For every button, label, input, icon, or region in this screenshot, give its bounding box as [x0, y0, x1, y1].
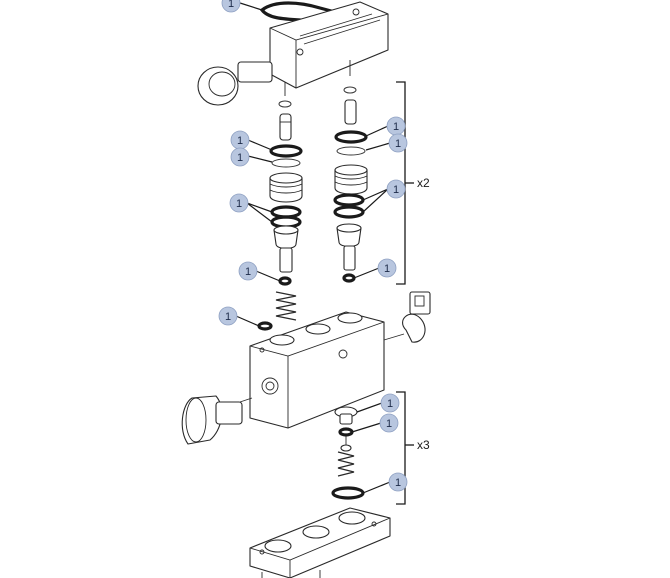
svg-text:1: 1: [236, 198, 242, 210]
svg-text:1: 1: [395, 138, 401, 150]
right-washer-1: [336, 146, 366, 156]
body-small-seal: [257, 321, 273, 331]
callout-lower-2: 1: [379, 413, 399, 433]
side-clip: [402, 313, 426, 343]
left-valve-stack: [269, 100, 303, 321]
svg-text:1: 1: [237, 152, 243, 164]
callout-left-1: 1: [230, 130, 250, 150]
left-small-seal: [278, 276, 292, 286]
right-pin: [344, 99, 357, 125]
main-body-block: [181, 291, 431, 445]
bracket-x2: x2: [396, 81, 430, 285]
right-oring-2: [333, 193, 365, 207]
right-small-seal: [342, 273, 356, 283]
callout-markers: 1 1 1 1 1 1 1 1: [218, 0, 408, 492]
left-washer-1: [271, 158, 301, 168]
right-valve-stack: [333, 86, 368, 283]
svg-text:1: 1: [245, 266, 251, 278]
callout-left-4: 1: [238, 261, 258, 281]
svg-text:1: 1: [384, 263, 390, 275]
lower-valve-stack: [331, 406, 365, 500]
lower-spring: [337, 451, 355, 477]
callout-left-3: 1: [229, 193, 249, 213]
callout-right-4: 1: [377, 258, 397, 278]
connector-cap: [197, 66, 239, 106]
left-pin: [279, 113, 292, 141]
left-spring: [275, 291, 297, 321]
svg-text:1: 1: [395, 477, 401, 489]
callout-lower-3: 1: [388, 472, 408, 492]
svg-text:1: 1: [225, 311, 231, 323]
svg-text:1: 1: [228, 0, 234, 10]
multiplier-x2: x2: [417, 176, 430, 190]
bottom-manifold-plate: [249, 507, 391, 578]
svg-text:1: 1: [393, 121, 399, 133]
leader-lines: [235, 2, 391, 494]
lower-oring-2: [331, 486, 365, 500]
right-oring-3: [333, 205, 365, 219]
callout-right-3: 1: [386, 179, 406, 199]
svg-text:1: 1: [237, 135, 243, 147]
top-cover: [197, 1, 389, 106]
left-oring-1: [269, 144, 303, 158]
svg-text:1: 1: [387, 398, 393, 410]
callout-top-gasket: 1: [221, 0, 241, 13]
svg-text:1: 1: [386, 418, 392, 430]
lower-oring-1: [338, 427, 354, 437]
callout-right-2: 1: [388, 133, 408, 153]
callout-right-1: 1: [386, 116, 406, 136]
multiplier-x3: x3: [417, 438, 430, 452]
callout-left-5: 1: [218, 306, 238, 326]
bracket-x3: x3: [396, 391, 430, 505]
right-oring-1: [334, 130, 368, 144]
connector: [237, 61, 273, 83]
svg-text:1: 1: [393, 184, 399, 196]
callout-left-2: 1: [230, 147, 250, 167]
callout-lower-1: 1: [380, 393, 400, 413]
